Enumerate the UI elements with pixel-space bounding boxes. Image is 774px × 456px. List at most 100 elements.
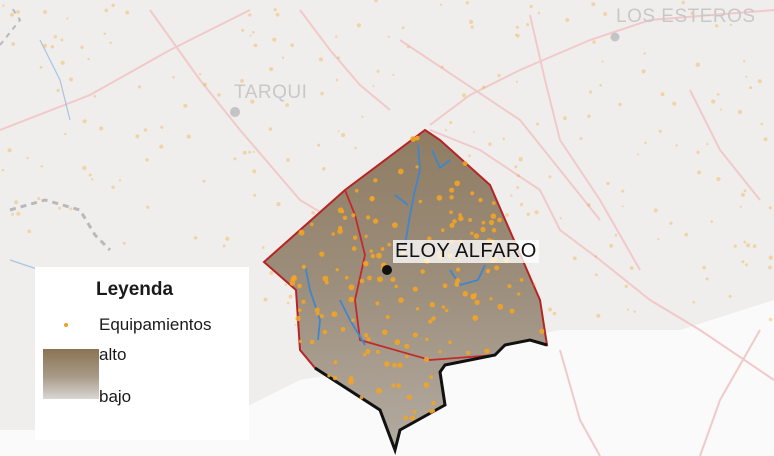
equipment-point bbox=[37, 197, 41, 201]
equipment-point bbox=[480, 226, 486, 233]
equipment-point bbox=[533, 283, 536, 287]
equipment-point bbox=[397, 362, 403, 368]
equipment-point bbox=[711, 99, 716, 104]
equipment-point bbox=[186, 134, 191, 139]
equipment-point bbox=[706, 142, 709, 146]
equipment-point bbox=[418, 199, 423, 204]
equipment-point bbox=[465, 350, 471, 355]
equipment-point bbox=[376, 276, 383, 283]
equipment-point bbox=[468, 154, 471, 157]
equipment-point bbox=[337, 228, 343, 235]
equipment-point bbox=[745, 263, 748, 267]
equipment-point bbox=[716, 93, 720, 96]
equipment-point bbox=[472, 130, 476, 133]
equipment-point bbox=[16, 10, 20, 14]
equipment-point bbox=[122, 241, 126, 245]
equipment-point bbox=[99, 126, 104, 131]
equipment-point bbox=[319, 313, 324, 319]
equipment-point bbox=[514, 165, 518, 169]
equipment-point bbox=[370, 253, 376, 259]
equipment-point bbox=[406, 45, 410, 49]
equipment-point bbox=[183, 103, 188, 108]
equipment-point bbox=[375, 301, 380, 306]
equipment-point bbox=[335, 78, 339, 82]
equipment-point bbox=[587, 203, 591, 207]
equipment-point bbox=[468, 19, 474, 25]
equipment-point bbox=[441, 305, 446, 309]
equipment-point bbox=[387, 35, 390, 38]
equipment-point bbox=[484, 348, 490, 354]
equipment-point bbox=[519, 203, 524, 207]
equipment-point bbox=[342, 215, 348, 220]
equipment-point bbox=[470, 231, 474, 236]
equipment-point bbox=[281, 56, 285, 59]
equipment-point bbox=[252, 30, 255, 34]
legend-low-label: bajo bbox=[99, 387, 132, 406]
equipment-point bbox=[58, 206, 62, 210]
equipment-point bbox=[423, 356, 430, 362]
equipment-point bbox=[391, 222, 398, 229]
eloy-alfaro-marker bbox=[382, 265, 392, 275]
equipment-point bbox=[146, 205, 150, 209]
equipment-point bbox=[526, 212, 530, 216]
equipment-point bbox=[66, 17, 69, 20]
equipment-point bbox=[43, 10, 48, 14]
equipment-point bbox=[404, 343, 409, 348]
equipment-point bbox=[536, 122, 540, 126]
equipment-point bbox=[609, 243, 614, 248]
equipment-point bbox=[559, 217, 562, 220]
equipment-point bbox=[385, 314, 390, 320]
equipment-point bbox=[222, 244, 226, 248]
equipment-point bbox=[485, 268, 491, 274]
equipment-point bbox=[449, 187, 455, 193]
equipment-point bbox=[517, 292, 521, 296]
equipment-point bbox=[470, 293, 477, 300]
equipment-point bbox=[412, 332, 418, 338]
tarqui-label: TARQUI bbox=[234, 82, 308, 103]
equipment-point bbox=[449, 210, 453, 215]
equipment-point bbox=[497, 303, 504, 310]
equipment-point bbox=[361, 115, 364, 118]
equipment-point bbox=[69, 207, 73, 211]
equipment-point bbox=[455, 278, 461, 284]
equipment-point bbox=[348, 296, 355, 303]
los-esteros-label: LOS ESTEROS bbox=[616, 6, 756, 27]
density-gradient-swatch bbox=[43, 349, 99, 399]
equipment-point bbox=[376, 69, 380, 73]
equipment-point bbox=[125, 10, 130, 15]
equipment-point bbox=[458, 213, 462, 217]
equipment-point bbox=[641, 69, 646, 74]
equipment-point bbox=[490, 213, 497, 219]
equipment-point bbox=[337, 130, 340, 133]
equipment-point bbox=[518, 157, 523, 162]
equipment-point bbox=[415, 307, 420, 311]
equipment-point bbox=[565, 18, 570, 22]
equipment-point bbox=[768, 317, 773, 322]
equipment-point bbox=[202, 179, 206, 183]
equipment-point bbox=[436, 195, 443, 201]
equipment-point bbox=[429, 302, 435, 308]
equipment-point bbox=[373, 178, 378, 183]
equipment-point bbox=[68, 77, 74, 82]
equipment-point bbox=[104, 8, 109, 13]
equipment-point bbox=[348, 379, 354, 385]
equipment-point bbox=[768, 255, 773, 260]
equipment-point bbox=[2, 4, 5, 7]
equipment-point bbox=[340, 326, 346, 332]
equipment-point bbox=[456, 267, 461, 272]
equipment-point bbox=[341, 132, 346, 138]
equipment-point bbox=[332, 375, 338, 381]
equipment-point bbox=[633, 310, 636, 313]
tarqui-marker bbox=[230, 107, 240, 117]
equipment-point bbox=[626, 308, 630, 311]
equipment-point bbox=[438, 350, 442, 354]
equipment-point bbox=[390, 276, 396, 283]
equipment-point bbox=[601, 60, 604, 63]
equipment-point bbox=[301, 299, 306, 304]
equipment-point bbox=[39, 65, 43, 69]
equipment-point bbox=[1, 168, 5, 172]
equipment-point bbox=[392, 362, 397, 368]
equipment-point bbox=[396, 383, 401, 389]
equipment-point bbox=[53, 35, 58, 39]
